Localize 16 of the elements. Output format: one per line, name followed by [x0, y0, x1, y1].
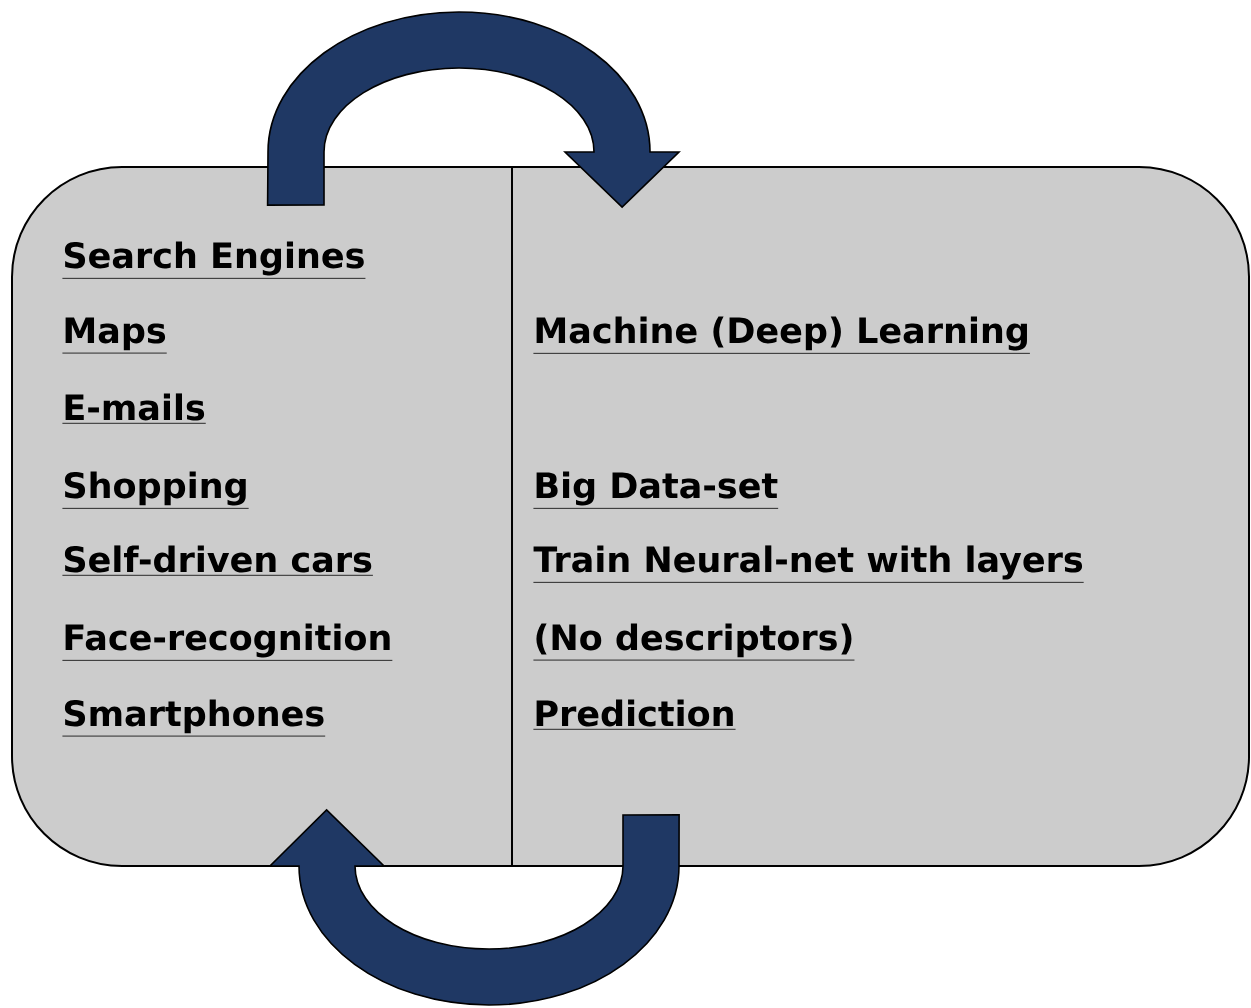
- list-item: Shopping: [62, 471, 250, 509]
- curved-arrow: [266, 11, 680, 208]
- list-item: Big Data-set: [533, 471, 779, 509]
- list-item: Train Neural-net with layers: [533, 545, 1085, 583]
- list-item: (No descriptors): [533, 623, 855, 661]
- list-item: E-mails: [62, 393, 207, 424]
- list-item: Face-recognition: [62, 623, 393, 661]
- list-item: Self-driven cars: [62, 545, 374, 576]
- list-item: Machine (Deep) Learning: [533, 316, 1031, 354]
- panel: [511, 166, 1250, 867]
- list-item: Smartphones: [62, 699, 326, 737]
- panel: [11, 166, 513, 867]
- list-item: Prediction: [533, 699, 736, 730]
- list-item: Search Engines: [62, 241, 366, 279]
- list-item: Maps: [62, 317, 168, 354]
- curved-arrow: [269, 809, 680, 1006]
